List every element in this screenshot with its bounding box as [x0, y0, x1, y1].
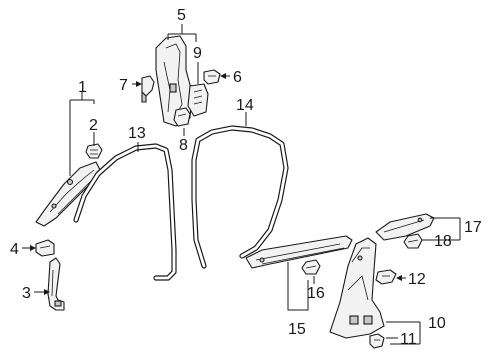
part-block-clip-8 — [173, 107, 191, 127]
part-rear-door-weatherstrip — [191, 125, 289, 269]
part-pillar-bracket-9 — [187, 83, 209, 117]
callout-16: 16 — [307, 285, 325, 302]
callout-3: 3 — [22, 285, 31, 302]
callout-13: 13 — [128, 125, 146, 142]
callout-9: 9 — [193, 45, 202, 62]
callout-12: 12 — [408, 271, 426, 288]
callout-2: 2 — [89, 117, 98, 134]
part-clip-11 — [369, 333, 385, 349]
callout-labels: 1 2 3 4 5 6 7 8 9 10 11 12 13 14 15 16 1… — [10, 7, 482, 348]
callout-15: 15 — [288, 321, 306, 338]
callout-10: 10 — [428, 315, 446, 332]
callout-4: 4 — [10, 241, 19, 258]
part-front-door-weatherstrip — [73, 143, 177, 281]
callout-7: 7 — [119, 77, 128, 94]
part-front-scuff-plate — [245, 235, 353, 269]
callout-14: 14 — [236, 97, 254, 114]
callout-1: 1 — [78, 79, 87, 96]
callout-8: 8 — [179, 137, 188, 154]
part-center-pillar-lower — [329, 237, 385, 339]
part-grommet-18 — [403, 233, 423, 249]
callout-11: 11 — [400, 331, 417, 348]
part-rear-scuff-plate — [375, 213, 435, 241]
part-clip-6 — [203, 69, 221, 85]
part-clip-2 — [85, 143, 103, 159]
part-a-pillar-garnish — [35, 161, 101, 227]
callout-6: 6 — [233, 69, 242, 86]
part-grommet-16 — [301, 259, 321, 275]
callout-18: 18 — [434, 233, 452, 250]
part-retainer-clip-4 — [35, 239, 55, 257]
part-lower-pillar-garnish — [47, 257, 65, 311]
callout-5: 5 — [177, 7, 186, 24]
leader-lines — [22, 24, 461, 345]
callout-17: 17 — [464, 219, 482, 236]
part-clip-12 — [375, 269, 397, 285]
part-push-clip-7 — [141, 75, 155, 103]
